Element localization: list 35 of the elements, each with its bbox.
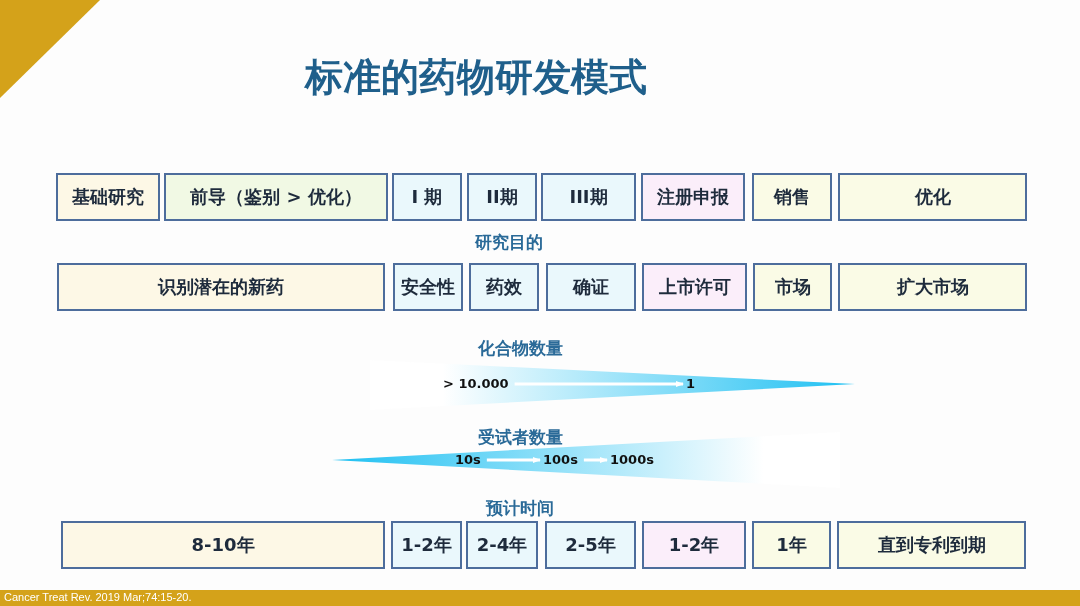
arrow	[583, 457, 608, 463]
stage-box: 8-10年	[61, 521, 385, 569]
count-text: 10s	[455, 453, 481, 467]
stage-box: 安全性	[393, 263, 463, 311]
section-heading: 受试者数量	[477, 426, 563, 449]
stage-box: 注册申报	[641, 173, 745, 221]
citation: Cancer Treat Rev. 2019 Mar;74:15-20.	[4, 591, 192, 603]
stage-box: III期	[541, 173, 636, 221]
stage-box: 1年	[752, 521, 831, 569]
stage-box: 市场	[753, 263, 832, 311]
stage-box: 1-2年	[391, 521, 462, 569]
stage-box: 销售	[752, 173, 832, 221]
count-text: 1	[686, 377, 696, 391]
stage-box: 前导（鉴别 > 优化）	[164, 173, 388, 221]
count-text: > 10.000	[443, 377, 509, 391]
stage-box: 基础研究	[56, 173, 160, 221]
stage-box: 扩大市场	[838, 263, 1027, 311]
count-text: 1000s	[610, 453, 654, 467]
stage-box: 1-2年	[642, 521, 746, 569]
section-heading: 预计时间	[486, 497, 554, 520]
stage-box: 直到专利到期	[837, 521, 1026, 569]
stage-box: 2-5年	[545, 521, 636, 569]
stage-box: I 期	[392, 173, 462, 221]
stage-box: 确证	[546, 263, 636, 311]
stage-box: 上市许可	[642, 263, 747, 311]
stage-box: 识别潜在的新药	[57, 263, 385, 311]
section-heading: 化合物数量	[477, 337, 563, 360]
stage-box: II期	[467, 173, 537, 221]
section-heading: 研究目的	[475, 231, 543, 254]
arrow	[514, 381, 684, 387]
count-text: 100s	[543, 453, 578, 467]
title: 标准的药物研发模式	[305, 54, 647, 101]
stage-box: 药效	[469, 263, 539, 311]
stage-box: 2-4年	[466, 521, 538, 569]
stage-box: 优化	[838, 173, 1027, 221]
